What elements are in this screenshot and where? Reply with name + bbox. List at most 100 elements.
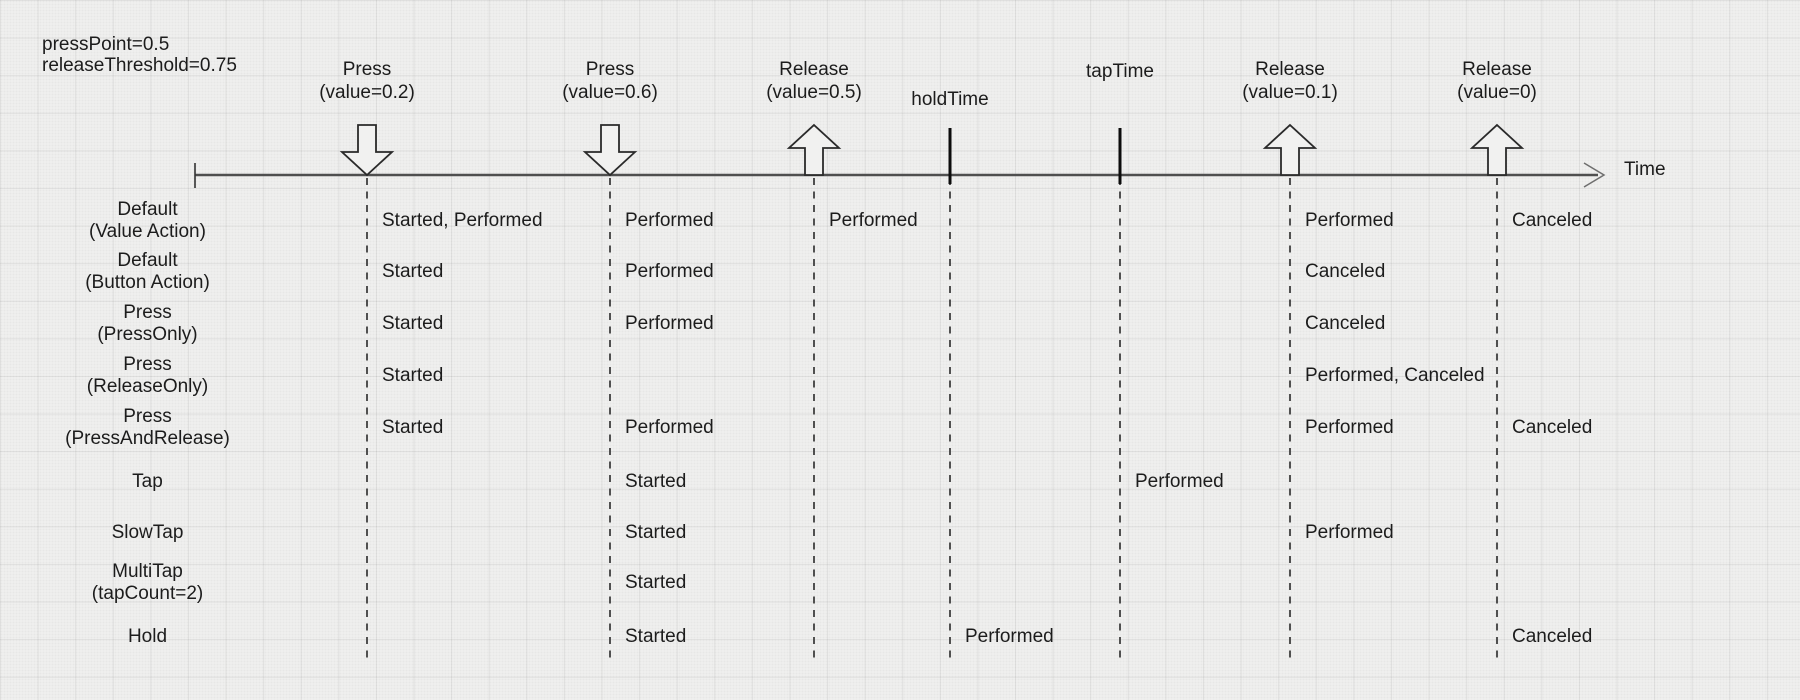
cell-default-button-action-event-press-2: Performed bbox=[625, 261, 714, 283]
cell-press-press-and-release-event-press-1: Started bbox=[382, 417, 443, 439]
marker-tap-time-label-line: tapTime bbox=[1086, 60, 1154, 82]
row-label-default-button-action-line: Default bbox=[117, 250, 178, 271]
arrow-up-icon bbox=[1469, 123, 1525, 176]
event-release-2-label: Release(value=0.1) bbox=[1170, 58, 1410, 104]
cell-press-release-only-event-release-2: Performed, Canceled bbox=[1305, 365, 1485, 387]
cell-hold-event-press-2-line: Started bbox=[625, 626, 687, 647]
cell-press-press-and-release-event-release-2: Performed bbox=[1305, 417, 1394, 439]
row-label-press-press-and-release-line: (PressAndRelease) bbox=[65, 428, 230, 449]
row-label-press-press-only: Press(PressOnly) bbox=[30, 302, 265, 346]
event-release-3-label: Release(value=0) bbox=[1377, 58, 1617, 104]
event-press-2-label-line: (value=0.6) bbox=[562, 82, 658, 103]
row-label-press-release-only-line: (ReleaseOnly) bbox=[86, 376, 209, 397]
row-label-hold: Hold bbox=[30, 626, 265, 648]
cell-default-value-action-event-press-1: Started, Performed bbox=[382, 210, 543, 232]
event-release-3-label-line: Release bbox=[1462, 59, 1532, 80]
arrow-up-icon bbox=[786, 123, 842, 176]
cell-hold-event-release-3: Canceled bbox=[1512, 626, 1592, 648]
press-point-param: pressPoint=0.5 bbox=[42, 34, 170, 55]
event-release-3-label-line: (value=0) bbox=[1457, 82, 1537, 103]
event-release-1-label-line: Release bbox=[779, 59, 849, 80]
row-label-default-button-action: Default(Button Action) bbox=[30, 250, 265, 294]
cell-press-press-and-release-event-press-1-line: Started bbox=[382, 417, 444, 438]
row-label-multi-tap-line: (tapCount=2) bbox=[91, 583, 204, 604]
event-press-2-label-line: Press bbox=[585, 59, 635, 80]
cell-default-value-action-event-release-2: Performed bbox=[1305, 210, 1394, 232]
cell-hold-event-release-3-line: Canceled bbox=[1512, 626, 1593, 647]
cell-press-press-and-release-event-press-2: Performed bbox=[625, 417, 714, 439]
cell-default-button-action-event-press-1-line: Started bbox=[382, 261, 444, 282]
cell-press-release-only-event-release-2-line: Performed, Canceled bbox=[1305, 365, 1485, 386]
time-axis-label: Time bbox=[1624, 159, 1666, 180]
cell-default-value-action-event-release-3-line: Canceled bbox=[1512, 210, 1593, 231]
arrow-down-icon bbox=[582, 124, 638, 177]
cell-press-release-only-event-press-1-line: Started bbox=[382, 365, 444, 386]
cell-press-press-only-event-press-1-line: Started bbox=[382, 313, 444, 334]
cell-tap-event-press-2-line: Started bbox=[625, 471, 687, 492]
cell-press-press-and-release-event-release-3: Canceled bbox=[1512, 417, 1592, 439]
row-label-slow-tap: SlowTap bbox=[30, 522, 265, 544]
event-press-1-label-line: (value=0.2) bbox=[319, 82, 415, 103]
cell-default-button-action-event-press-2-line: Performed bbox=[625, 261, 714, 282]
event-release-2-label-line: Release bbox=[1255, 59, 1325, 80]
cell-default-value-action-event-release-3: Canceled bbox=[1512, 210, 1592, 232]
cell-press-press-only-event-press-2-line: Performed bbox=[625, 313, 714, 334]
row-label-default-value-action-line: (Value Action) bbox=[89, 221, 206, 242]
row-label-press-press-and-release: Press(PressAndRelease) bbox=[30, 406, 265, 450]
cell-press-press-only-event-press-2: Performed bbox=[625, 313, 714, 335]
cell-hold-marker-hold-time: Performed bbox=[965, 626, 1054, 648]
event-press-1-label-line: Press bbox=[342, 59, 392, 80]
cell-default-button-action-event-release-2: Canceled bbox=[1305, 261, 1385, 283]
row-label-hold-line: Hold bbox=[127, 626, 168, 647]
marker-tap-time-label: tapTime bbox=[1000, 60, 1240, 83]
row-label-press-release-only: Press(ReleaseOnly) bbox=[30, 354, 265, 398]
cell-press-press-and-release-event-press-2-line: Performed bbox=[625, 417, 714, 438]
cell-press-release-only-event-press-1: Started bbox=[382, 365, 443, 387]
cell-hold-event-press-2: Started bbox=[625, 626, 686, 648]
cell-tap-marker-tap-time-line: Performed bbox=[1135, 471, 1224, 492]
row-label-press-release-only-line: Press bbox=[123, 354, 172, 375]
axis-arrowhead-icon bbox=[1583, 162, 1606, 188]
cell-press-press-only-event-release-2: Canceled bbox=[1305, 313, 1385, 335]
cell-hold-marker-hold-time-line: Performed bbox=[965, 626, 1054, 647]
row-label-default-value-action: Default(Value Action) bbox=[30, 199, 265, 243]
row-label-tap: Tap bbox=[30, 471, 265, 493]
cell-press-press-and-release-event-release-2-line: Performed bbox=[1305, 417, 1394, 438]
event-release-1-label: Release(value=0.5) bbox=[694, 58, 934, 104]
cell-tap-event-press-2: Started bbox=[625, 471, 686, 493]
row-label-multi-tap-line: MultiTap bbox=[112, 561, 183, 582]
cell-multi-tap-event-press-2: Started bbox=[625, 572, 686, 594]
marker-hold-time-label: holdTime bbox=[830, 88, 1070, 111]
row-label-press-press-only-line: Press bbox=[123, 302, 172, 323]
cell-default-value-action-event-press-2-line: Performed bbox=[625, 210, 714, 231]
cell-default-value-action-event-release-2-line: Performed bbox=[1305, 210, 1394, 231]
cell-slow-tap-event-release-2-line: Performed bbox=[1305, 522, 1394, 543]
row-label-press-press-and-release-line: Press bbox=[123, 406, 172, 427]
arrow-down-icon bbox=[339, 124, 395, 177]
cell-slow-tap-event-release-2: Performed bbox=[1305, 522, 1394, 544]
cell-press-press-only-event-release-2-line: Canceled bbox=[1305, 313, 1386, 334]
cell-slow-tap-event-press-2: Started bbox=[625, 522, 686, 544]
row-label-multi-tap: MultiTap(tapCount=2) bbox=[30, 561, 265, 605]
cell-tap-marker-tap-time: Performed bbox=[1135, 471, 1224, 493]
row-label-default-button-action-line: (Button Action) bbox=[85, 272, 210, 293]
cell-multi-tap-event-press-2-line: Started bbox=[625, 572, 687, 593]
event-press-1-label: Press(value=0.2) bbox=[247, 58, 487, 104]
cell-default-value-action-event-press-1-line: Started, Performed bbox=[382, 210, 543, 231]
event-release-2-label-line: (value=0.1) bbox=[1242, 82, 1338, 103]
cell-slow-tap-event-press-2-line: Started bbox=[625, 522, 687, 543]
row-label-slow-tap-line: SlowTap bbox=[111, 522, 184, 543]
cell-press-press-and-release-event-release-3-line: Canceled bbox=[1512, 417, 1593, 438]
cell-default-button-action-event-release-2-line: Canceled bbox=[1305, 261, 1386, 282]
cell-press-press-only-event-press-1: Started bbox=[382, 313, 443, 335]
marker-hold-time-label-line: holdTime bbox=[911, 88, 989, 110]
cell-default-value-action-event-release-1-line: Performed bbox=[829, 210, 918, 231]
arrow-up-icon bbox=[1262, 123, 1318, 176]
cell-default-value-action-event-press-2: Performed bbox=[625, 210, 714, 232]
cell-default-button-action-event-press-1: Started bbox=[382, 261, 443, 283]
release-threshold-param: releaseThreshold=0.75 bbox=[42, 55, 237, 76]
event-press-2-label: Press(value=0.6) bbox=[490, 58, 730, 104]
cell-default-value-action-event-release-1: Performed bbox=[829, 210, 918, 232]
